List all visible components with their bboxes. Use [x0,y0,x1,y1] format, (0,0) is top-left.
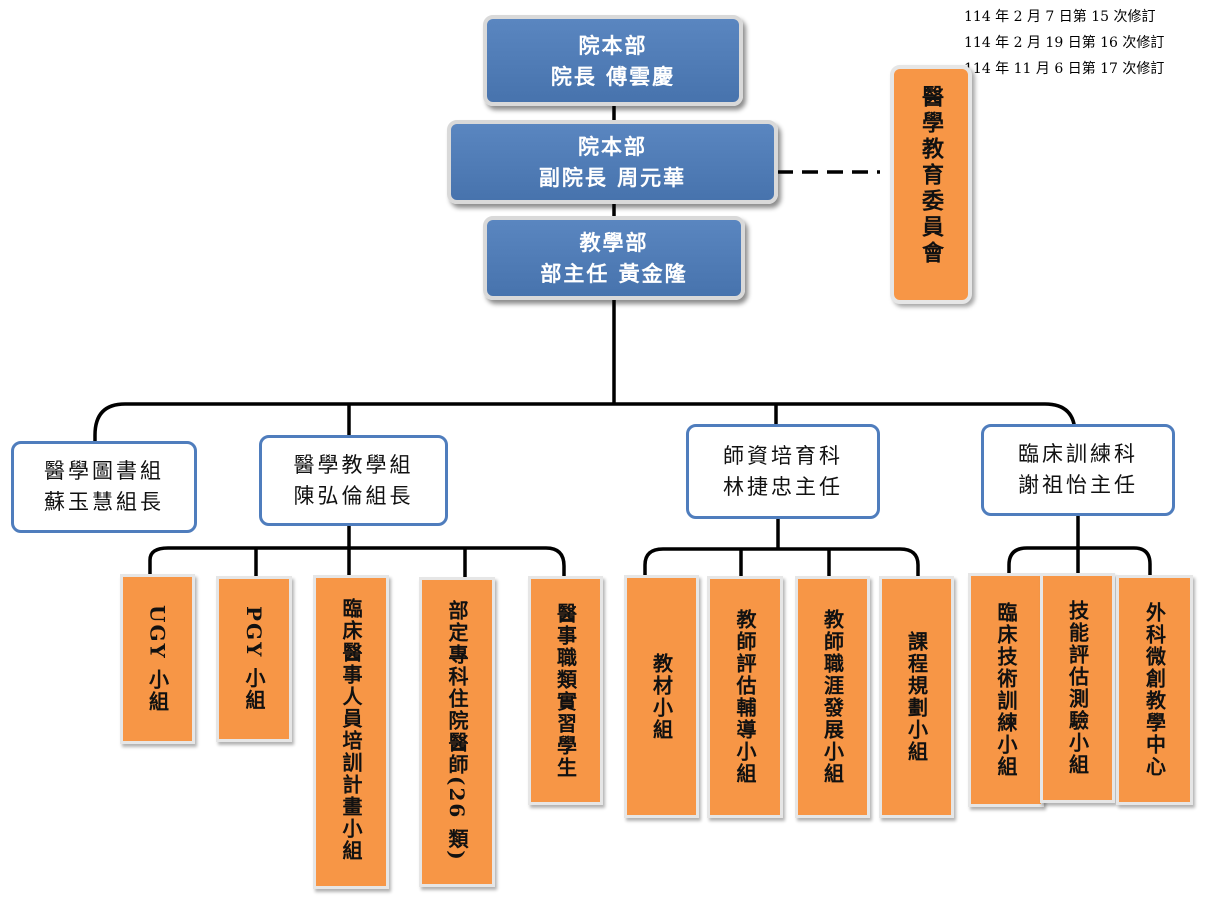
revision-note: 114 年 2 月 19 日第 16 次修訂 [964,35,1165,51]
vice-president-box: 院本部 副院長 周元華 [447,120,778,204]
division-medical-teaching: 醫學教學組 陳弘倫組長 [259,435,448,526]
revision-note: 114 年 11 月 6 日第 17 次修訂 [964,61,1165,77]
subgroup-label: 外科微創教學中心 [1142,602,1167,778]
subgroup-intern-students: 醫事職類實習學生 [528,576,603,805]
revision-history: 114 年 2 月 7 日第 15 次修訂 114 年 2 月 19 日第 16… [964,4,1164,82]
president-dept: 院本部 [578,32,648,58]
subgroup-pgy: PGY 小組 [216,576,292,742]
division-name: 醫學教學組 [293,452,414,477]
division-name: 師資培育科 [723,443,843,468]
teaching-dept-head: 部主任 黃金隆 [540,261,688,286]
division-head: 謝祖怡主任 [1018,473,1138,497]
subgroup-label: 教師評估輔導小組 [733,609,757,785]
revision-note: 114 年 2 月 7 日第 15 次修訂 [964,9,1156,25]
teaching-dept-name: 教學部 [579,230,649,255]
division-faculty-development: 師資培育科 林捷忠主任 [686,424,880,519]
subgroup-label: UGY 小組 [145,605,170,713]
subgroup-specialty-residents: 部定專科住院醫師(26 類) [419,577,495,887]
subgroup-ugy: UGY 小組 [120,574,195,744]
division-name: 臨床訓練科 [1018,442,1138,466]
division-head: 蘇玉慧組長 [44,490,164,514]
division-head: 林捷忠主任 [723,474,843,499]
subgroup-teaching-materials: 教材小組 [624,575,699,818]
subgroup-label: 教材小組 [649,652,674,741]
division-library: 醫學圖書組 蘇玉慧組長 [11,441,197,533]
division-name: 醫學圖書組 [44,459,164,483]
subgroup-label: 課程規劃小組 [904,631,929,763]
subgroup-clinical-staff-training: 臨床醫事人員培訓計畫小組 [313,575,389,889]
subgroup-label: 醫事職類實習學生 [553,602,578,779]
subgroup-label: 臨床醫事人員培訓計畫小組 [339,598,363,862]
subgroup-label: 部定專科住院醫師(26 類) [445,600,469,862]
subgroup-label: 技能評估測驗小組 [1065,600,1090,776]
committee-label: 醫學教育委員會 [918,85,944,267]
subgroup-clinical-skills: 臨床技術訓練小組 [968,573,1044,807]
vice-president-dept: 院本部 [578,134,647,159]
medical-education-committee: 醫學教育委員會 [890,65,972,304]
subgroup-label: PGY 小組 [242,606,266,712]
subgroup-label: 教師職涯發展小組 [820,609,845,785]
subgroup-minimally-invasive-center: 外科微創教學中心 [1116,575,1193,805]
president-box: 院本部 院長 傅雲慶 [483,15,743,106]
president-name: 院長 傅雲慶 [550,63,676,89]
subgroup-curriculum-planning: 課程規劃小組 [879,576,954,818]
subgroup-teacher-evaluation: 教師評估輔導小組 [707,576,783,818]
vice-president-name: 副院長 周元華 [538,165,687,190]
subgroup-label: 臨床技術訓練小組 [994,602,1018,778]
subgroup-skills-assessment: 技能評估測驗小組 [1040,573,1115,803]
division-head: 陳弘倫組長 [293,483,414,508]
teaching-dept-box: 教學部 部主任 黃金隆 [483,216,745,300]
subgroup-teacher-career: 教師職涯發展小組 [795,576,870,818]
division-clinical-training: 臨床訓練科 謝祖怡主任 [981,424,1175,516]
